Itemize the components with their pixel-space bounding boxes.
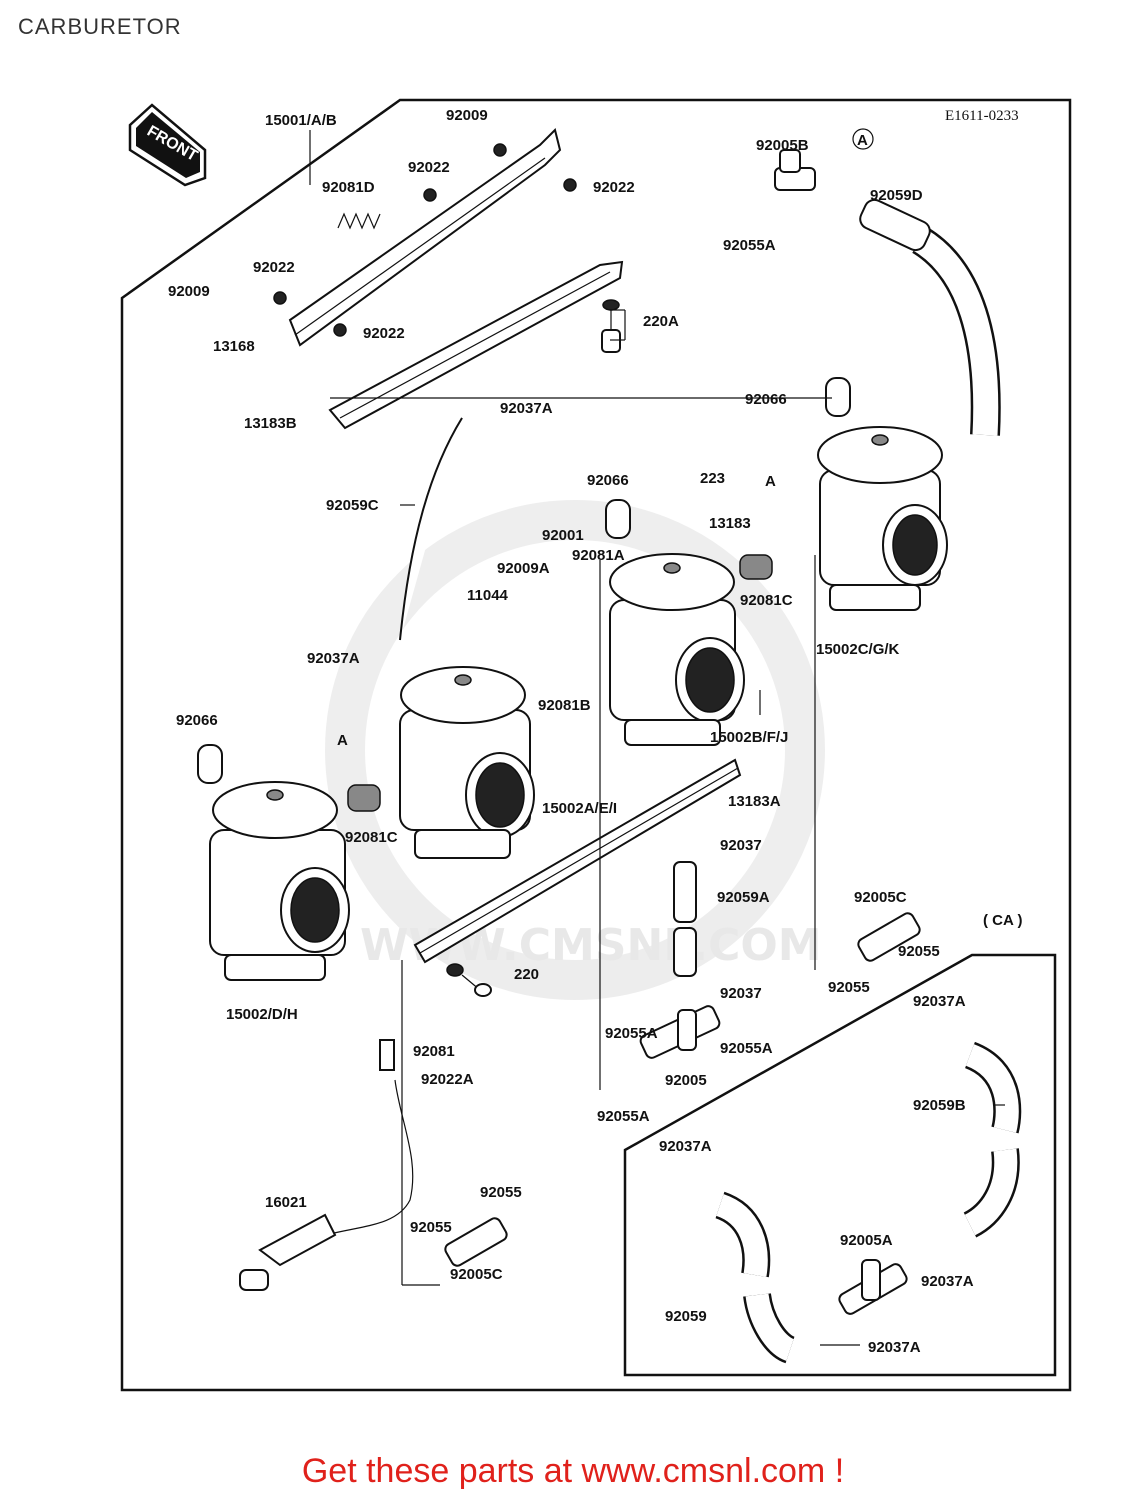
label-92005C-1: 92005C bbox=[854, 889, 907, 906]
label-13168: 13168 bbox=[213, 338, 255, 355]
plug-92066-c bbox=[197, 744, 223, 784]
label-92037A-3: 92037A bbox=[913, 993, 966, 1010]
label-92055A-2: 92055A bbox=[605, 1025, 658, 1042]
hose-92059A-upper bbox=[673, 861, 697, 923]
label-A-right: A bbox=[765, 473, 776, 490]
fitting-92005B bbox=[774, 149, 816, 191]
label-220: 220 bbox=[514, 966, 539, 983]
label-92037A-6: 92037A bbox=[868, 1339, 921, 1356]
screw-220A bbox=[601, 299, 621, 353]
label-92081C-2: 92081C bbox=[345, 829, 398, 846]
label-92005A: 92005A bbox=[840, 1232, 893, 1249]
carburetor-15002-D-H bbox=[209, 781, 350, 981]
hose-92059C bbox=[399, 417, 463, 641]
label-92037A-1: 92037A bbox=[500, 400, 553, 417]
label-92055A-4: 92055A bbox=[597, 1108, 650, 1125]
carburetor-15002C-G-K bbox=[817, 426, 948, 611]
label-92037-b: 92037 bbox=[720, 985, 762, 1002]
label-92005: 92005 bbox=[665, 1072, 707, 1089]
label-92022-a: 92022 bbox=[408, 159, 450, 176]
label-16021: 16021 bbox=[265, 1194, 307, 1211]
label-15002BFJ: 15002B/F/J bbox=[710, 729, 788, 746]
label-92037A-2: 92037A bbox=[307, 650, 360, 667]
label-13183A: 13183A bbox=[728, 793, 781, 810]
label-92055-c: 92055 bbox=[480, 1184, 522, 1201]
fitting-92005A bbox=[838, 1259, 908, 1315]
label-13183: 13183 bbox=[709, 515, 751, 532]
plug-92066-b bbox=[605, 499, 631, 539]
label-92059: 92059 bbox=[665, 1308, 707, 1325]
plug-92066-a bbox=[825, 377, 851, 417]
label-92059C: 92059C bbox=[326, 497, 379, 514]
spring-92081C-right bbox=[739, 554, 773, 580]
label-92081A: 92081A bbox=[572, 547, 625, 564]
diagram-code: E1611-0233 bbox=[945, 108, 1019, 124]
label-92055A-3: 92055A bbox=[720, 1040, 773, 1057]
footer-promo: Get these parts at www.cmsnl.com ! bbox=[301, 1452, 845, 1490]
label-92055-d: 92055 bbox=[410, 1219, 452, 1236]
label-CA: ( CA ) bbox=[983, 912, 1022, 929]
label-220A: 220A bbox=[643, 313, 679, 330]
label-92055-b: 92055 bbox=[828, 979, 870, 996]
label-92059D: 92059D bbox=[870, 187, 923, 204]
carburetor-15002A-E-I bbox=[399, 666, 535, 859]
bracket-13183A bbox=[413, 758, 742, 964]
bracket-13183B bbox=[328, 260, 624, 430]
label-92066-b: 92066 bbox=[587, 472, 629, 489]
screw-220 bbox=[446, 963, 492, 997]
link-bar-13168 bbox=[273, 128, 577, 347]
fitting-92005 bbox=[639, 1005, 721, 1059]
label-92022-b: 92022 bbox=[593, 179, 635, 196]
label-92005C-2: 92005C bbox=[450, 1266, 503, 1283]
label-92022A: 92022A bbox=[421, 1071, 474, 1088]
label-A-left: A bbox=[337, 732, 348, 749]
label-92059A: 92059A bbox=[717, 889, 770, 906]
label-92009A: 92009A bbox=[497, 560, 550, 577]
watermark: WWW.CMSNL.COM bbox=[325, 500, 825, 1000]
label-92081C-1: 92081C bbox=[740, 592, 793, 609]
frame-outline bbox=[120, 98, 1072, 1392]
label-92037-a: 92037 bbox=[720, 837, 762, 854]
part-labels: E1611-0233 15001/A/B 92009 92022 92022 9… bbox=[168, 107, 1022, 1356]
spring-92081D bbox=[337, 212, 381, 230]
label-223: 223 bbox=[700, 470, 725, 487]
label-92081B: 92081B bbox=[538, 697, 591, 714]
hose-short-92059D bbox=[859, 198, 931, 252]
label-92081D: 92081D bbox=[322, 179, 375, 196]
label-92055-a: 92055 bbox=[898, 943, 940, 960]
label-92055A-1: 92055A bbox=[723, 237, 776, 254]
label-A-circle: A bbox=[857, 132, 868, 149]
label-92001: 92001 bbox=[542, 527, 584, 544]
front-arrow-icon: FRONT bbox=[128, 103, 207, 187]
label-92037A-4: 92037A bbox=[659, 1138, 712, 1155]
label-92066-a: 92066 bbox=[745, 391, 787, 408]
label-92005B: 92005B bbox=[756, 137, 809, 154]
spring-92081C-left bbox=[347, 784, 381, 812]
leader-lines bbox=[309, 130, 1005, 1346]
cable-16021 bbox=[239, 1039, 414, 1291]
hose-92059A-lower bbox=[673, 927, 697, 977]
page-title: CARBURETOR bbox=[18, 14, 182, 39]
label-13183B: 13183B bbox=[244, 415, 297, 432]
label-15002CGK: 15002C/G/K bbox=[816, 641, 900, 658]
label-92009-b: 92009 bbox=[168, 283, 210, 300]
ca-inset-frame bbox=[623, 953, 1057, 1377]
label-92022-c: 92022 bbox=[253, 259, 295, 276]
label-92037A-5: 92037A bbox=[921, 1273, 974, 1290]
fitting-92005C-upper bbox=[857, 912, 921, 962]
label-92022-d: 92022 bbox=[363, 325, 405, 342]
label-15001AB: 15001/A/B bbox=[265, 112, 337, 129]
label-15002DH: 15002/D/H bbox=[226, 1006, 298, 1023]
label-15002AEI: 15002A/E/I bbox=[542, 800, 617, 817]
label-92059B: 92059B bbox=[913, 1097, 966, 1114]
fitting-92005C-lower bbox=[444, 1217, 508, 1267]
label-92066-c: 92066 bbox=[176, 712, 218, 729]
label-11044: 11044 bbox=[467, 587, 509, 604]
label-92009-a: 92009 bbox=[446, 107, 488, 124]
carburetor-15002B-F-J bbox=[609, 553, 745, 746]
label-92081: 92081 bbox=[413, 1043, 455, 1060]
